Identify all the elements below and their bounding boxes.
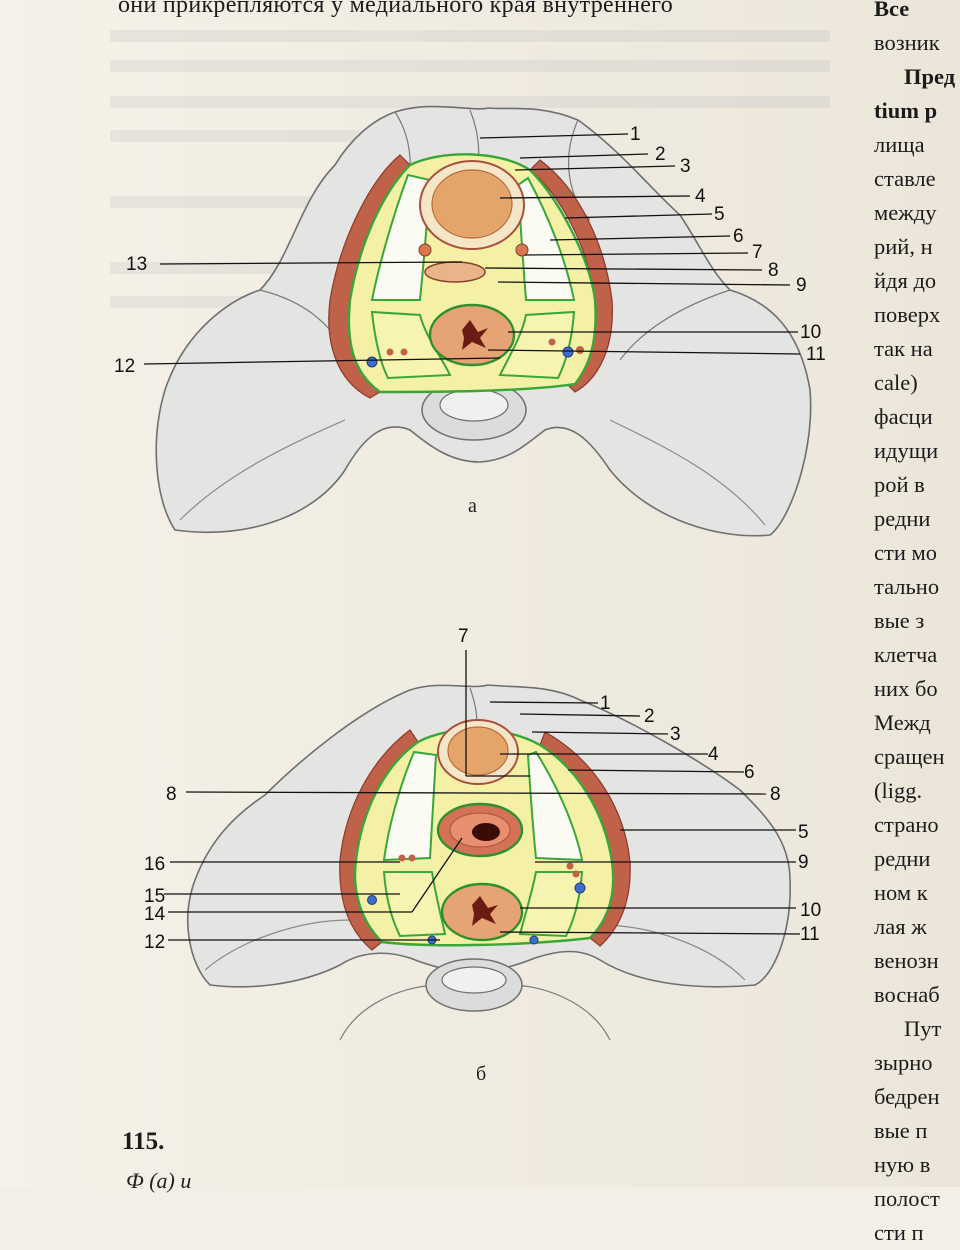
right-column-line: поверх [874, 302, 941, 327]
figure-a-leaders [143, 133, 801, 365]
right-column-line: ставле [874, 166, 936, 191]
right-column-line: возник [874, 30, 940, 55]
figure-number: 115. [122, 1128, 165, 1155]
figure-a [143, 105, 812, 537]
right-column-line: тально [874, 574, 940, 599]
figure-a-label: 1 [630, 124, 641, 145]
figure-b-label: 10 [800, 900, 821, 921]
right-column-line: вые п [874, 1118, 928, 1143]
top-text-line: они прикрепляются у медиального края вну… [118, 0, 674, 18]
figure-b-sublabel: б [476, 1063, 486, 1085]
figure-a-label: 6 [733, 226, 744, 247]
figure-b-label: 15 [144, 886, 165, 907]
right-column-line: воснаб [874, 982, 940, 1007]
right-column-line: Пред [904, 64, 956, 89]
figure-a-label: 13 [126, 254, 147, 275]
right-column-line: полост [874, 1186, 940, 1211]
figure-a-label: 7 [752, 242, 763, 263]
figure-a-label: 2 [655, 144, 666, 165]
right-column-line: бедрен [874, 1084, 940, 1109]
figure-b-label: 5 [798, 822, 809, 843]
figure-b-label: 3 [670, 724, 681, 745]
right-column-line: ную в [874, 1152, 931, 1177]
figure-a-label: 4 [695, 186, 706, 207]
right-column-line: венозн [874, 948, 939, 973]
figure-b-label: 11 [800, 924, 820, 945]
right-column-line: Все [874, 0, 910, 21]
right-column-line: лая ж [874, 914, 927, 939]
right-column-line: рой в [874, 472, 925, 497]
figure-a-label: 8 [768, 260, 779, 281]
right-column-line: Пут [904, 1016, 942, 1041]
right-column-line: редни [874, 506, 931, 531]
right-column-line: ном к [874, 880, 928, 905]
right-column-line: лища [874, 132, 925, 157]
figure-b-label: 16 [144, 854, 165, 875]
right-column-line: зырно [874, 1050, 933, 1075]
right-column-line: йдя до [874, 268, 937, 293]
right-column-line: между [874, 200, 937, 225]
figure-b-label: 14 [144, 904, 166, 925]
right-column-line: них бо [874, 676, 938, 701]
right-column-line: tium p [874, 98, 938, 123]
right-column-line: сращен [874, 744, 945, 769]
right-column-line: клетча [874, 642, 938, 667]
figure-a-label: 9 [796, 275, 807, 296]
right-column-line: так на [874, 336, 933, 361]
figure-b-label: 8 [166, 784, 177, 805]
figure-b-label: 2 [644, 706, 655, 727]
figure-b-leaders [164, 650, 801, 941]
right-column-line: сти п [874, 1220, 924, 1245]
figure-caption: Ф (а) и [126, 1168, 192, 1193]
figure-b-label: 4 [708, 744, 719, 765]
right-column-line: (ligg. [874, 778, 923, 803]
figure-a-label: 3 [680, 156, 691, 177]
figure-b-label: 12 [144, 932, 165, 953]
right-column-line: редни [874, 846, 931, 871]
figure-a-label: 11 [806, 344, 826, 365]
figure-b [164, 650, 801, 1041]
right-column-line: рий, н [874, 234, 933, 259]
right-column-line: идущи [874, 438, 939, 463]
figure-a-label: 10 [800, 322, 821, 343]
figure-b-label: 6 [744, 762, 755, 783]
figure-b-label: 8 [770, 784, 781, 805]
figure-a-sublabel: а [468, 495, 477, 517]
figure-a-label: 5 [714, 204, 725, 225]
right-column-line: cale) [874, 370, 918, 395]
right-column-line: фасци [874, 404, 933, 429]
figure-b-label: 7 [458, 626, 469, 647]
figure-a-right-levator [529, 159, 613, 393]
pelvic-floor-figure: 123456789101113121234685910118161514127 … [114, 105, 826, 1085]
figure-b-label: 1 [600, 693, 611, 714]
figure-a-label: 12 [114, 356, 135, 377]
right-column-line: страно [874, 812, 939, 837]
figure-b-label: 9 [798, 852, 809, 873]
right-column-line: Межд [874, 710, 931, 735]
right-column-line: сти мо [874, 540, 937, 565]
right-column-line: вые з [874, 608, 925, 633]
